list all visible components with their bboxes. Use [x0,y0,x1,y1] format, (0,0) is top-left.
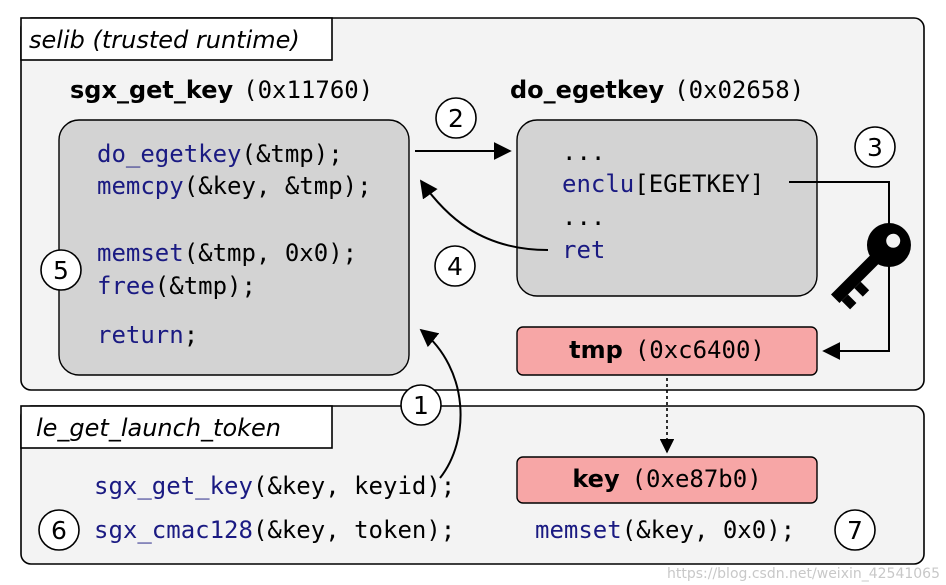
code-args: ; [184,321,198,349]
bottom-code-line-2: sgx_cmac128(&key, token); [94,516,455,544]
code-args: (&key, &tmp); [184,172,372,200]
sgx-get-key-addr: (0x11760) [243,76,373,104]
tmp-box [516,326,818,376]
step-5-label: 5 [53,256,69,285]
code-fn: memset [535,516,622,544]
code-args: (&key, keyid); [253,472,455,500]
step-3-marker: 3 [854,126,896,168]
step-4-label: 4 [447,252,463,281]
bottom-panel-label: le_get_launch_token [36,414,281,442]
code-fn: sgx_get_key [94,472,253,500]
code-fn: enclu [562,170,634,198]
code-fn: do_egetkey [97,140,242,168]
tmp-name: tmp [569,336,623,364]
step-3-label: 3 [867,133,883,162]
bottom-code-line-3: memset(&key, 0x0); [535,516,795,544]
arrow-call-sgx-get-key [419,328,462,479]
key-label: key (0xe87b0) [572,465,761,493]
code-args: (&key, token); [253,516,455,544]
code-args: (&tmp); [242,140,343,168]
do-egetkey-line-2: enclu[EGETKEY] [562,170,764,198]
code-fn: free [97,272,155,300]
step-1-marker: 1 [400,384,442,426]
step-7-marker: 7 [834,509,876,551]
code-fn: return [97,321,184,349]
sgx-get-key-name: sgx_get_key [70,76,233,104]
step-5-marker: 5 [40,249,82,291]
step-6-marker: 6 [38,509,80,551]
sgx-get-key-line-3: memset(&tmp, 0x0); [97,239,357,267]
step-2-marker: 2 [435,97,477,139]
sgx-get-key-heading: sgx_get_key (0x11760) [70,76,373,104]
key-box [516,456,818,504]
top-panel-label: selib (trusted runtime) [29,26,300,54]
do-egetkey-line-3: ... [562,203,605,231]
code-args: (&key, 0x0); [622,516,795,544]
do-egetkey-line-4: ret [562,236,605,264]
watermark: https://blog.csdn.net/weixin_42541065 [667,566,940,582]
code-fn: memset [97,239,184,267]
step-7-label: 7 [847,516,863,545]
sgx-get-key-line-2: memcpy(&key, &tmp); [97,172,372,200]
sgx-get-key-line-5: return; [97,321,198,349]
tmp-addr: (0xc6400) [635,336,765,364]
tmp-label: tmp (0xc6400) [569,336,765,364]
key-addr: (0xe87b0) [632,465,762,493]
bottom-code-line-1: sgx_get_key(&key, keyid); [94,472,455,500]
code-args: [EGETKEY] [634,170,764,198]
code-args: (&tmp, 0x0); [184,239,357,267]
do-egetkey-name: do_egetkey [510,76,664,104]
sgx-get-key-box [58,119,410,376]
do-egetkey-heading: do_egetkey (0x02658) [510,76,804,104]
code-args: (&tmp); [155,272,256,300]
step-4-marker: 4 [434,245,476,287]
do-egetkey-box [516,119,818,297]
key-name: key [572,465,620,493]
step-2-label: 2 [448,104,464,133]
step-6-label: 6 [51,516,67,545]
do-egetkey-addr: (0x02658) [674,76,804,104]
key-icon [830,223,911,310]
step-1-label: 1 [413,391,429,420]
do-egetkey-line-1: ... [562,138,605,166]
sgx-get-key-line-1: do_egetkey(&tmp); [97,140,343,168]
arrow-return-to-sgx-get-key [419,179,549,251]
code-fn: memcpy [97,172,184,200]
top-panel-label-box [20,17,333,61]
code-fn: sgx_cmac128 [94,516,253,544]
bottom-panel-label-box [20,405,333,449]
sgx-get-key-line-4: free(&tmp); [97,272,256,300]
